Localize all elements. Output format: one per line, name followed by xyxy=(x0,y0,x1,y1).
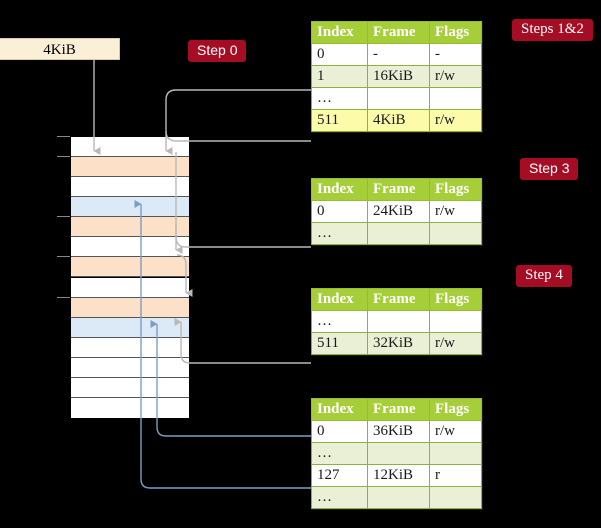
physical-memory-column xyxy=(70,136,190,418)
memory-row xyxy=(71,257,189,278)
table-cell: 36KiB xyxy=(367,420,430,443)
table-cell: r/w xyxy=(429,200,482,223)
table-cell xyxy=(429,87,482,110)
table-cell: 511 xyxy=(311,332,368,355)
table-cell: … xyxy=(311,222,368,245)
table-header-cell: Frame xyxy=(367,178,430,201)
memory-row xyxy=(71,217,189,238)
table-cell: 511 xyxy=(311,109,368,132)
table-cell: 4KiB xyxy=(367,109,430,132)
table-header-cell: Index xyxy=(311,178,368,201)
table-cell: … xyxy=(311,310,368,333)
memory-row-tick xyxy=(57,156,70,158)
table-row: 0-- xyxy=(311,43,482,66)
table-cell xyxy=(367,87,430,110)
memory-row-tick xyxy=(57,256,70,258)
memory-row xyxy=(71,237,189,258)
memory-row xyxy=(71,297,189,318)
table-header-cell: Index xyxy=(311,288,368,311)
table-cell: … xyxy=(311,87,368,110)
memory-row xyxy=(71,197,189,218)
table-cell: 1 xyxy=(311,65,368,88)
memory-row-tick xyxy=(57,136,70,137)
table-cell: … xyxy=(311,442,368,465)
table-cell xyxy=(429,442,482,465)
table-cell: 12KiB xyxy=(367,464,430,487)
memory-row-tick xyxy=(57,216,70,218)
table-cell: r/w xyxy=(429,109,482,132)
table-cell: - xyxy=(429,43,482,66)
table-header-cell: Flags xyxy=(429,178,482,201)
step-badge-step0: Step 0 xyxy=(188,40,247,62)
table-cell: 127 xyxy=(311,464,368,487)
table-cell: - xyxy=(367,43,430,66)
memory-row xyxy=(71,377,189,398)
table-header-cell: Frame xyxy=(367,398,430,421)
table-header-cell: Frame xyxy=(367,21,430,44)
table-header-cell: Index xyxy=(311,21,368,44)
memory-row xyxy=(71,337,189,358)
table-header-cell: Flags xyxy=(429,288,482,311)
memory-row-tick xyxy=(57,296,70,298)
memory-row xyxy=(71,397,189,418)
table-cell xyxy=(429,222,482,245)
source-frame-box: 4KiB xyxy=(0,38,120,60)
table-cell xyxy=(367,486,430,509)
table-cell xyxy=(429,486,482,509)
table-row: … xyxy=(311,486,482,509)
memory-row xyxy=(71,317,189,338)
memory-row xyxy=(71,157,189,178)
table-row: … xyxy=(311,442,482,465)
table-header-cell: Flags xyxy=(429,398,482,421)
table-cell xyxy=(367,310,430,333)
table-cell: r xyxy=(429,464,482,487)
memory-row xyxy=(71,137,189,158)
table-cell: 32KiB xyxy=(367,332,430,355)
memory-row xyxy=(71,277,189,298)
table-header-cell: Index xyxy=(311,398,368,421)
table-cell: 16KiB xyxy=(367,65,430,88)
table-cell xyxy=(429,310,482,333)
table-row: … xyxy=(311,87,482,110)
table-cell: 24KiB xyxy=(367,200,430,223)
table-cell xyxy=(367,442,430,465)
table-cell: r/w xyxy=(429,332,482,355)
table-header-cell: Flags xyxy=(429,21,482,44)
table-cell: r/w xyxy=(429,65,482,88)
step-badge-step4: Step 4 xyxy=(516,265,572,287)
step-badge-steps12: Steps 1&2 xyxy=(512,19,593,41)
table-cell: … xyxy=(311,486,368,509)
table-row: … xyxy=(311,310,482,333)
memory-row xyxy=(71,177,189,198)
table-cell: 0 xyxy=(311,43,368,66)
table-cell xyxy=(367,222,430,245)
table-cell: r/w xyxy=(429,420,482,443)
table-row: … xyxy=(311,222,482,245)
table-header-cell: Frame xyxy=(367,288,430,311)
memory-row xyxy=(71,357,189,378)
table-cell: 0 xyxy=(311,200,368,223)
step-badge-step3: Step 3 xyxy=(520,158,579,180)
table-cell: 0 xyxy=(311,420,368,443)
